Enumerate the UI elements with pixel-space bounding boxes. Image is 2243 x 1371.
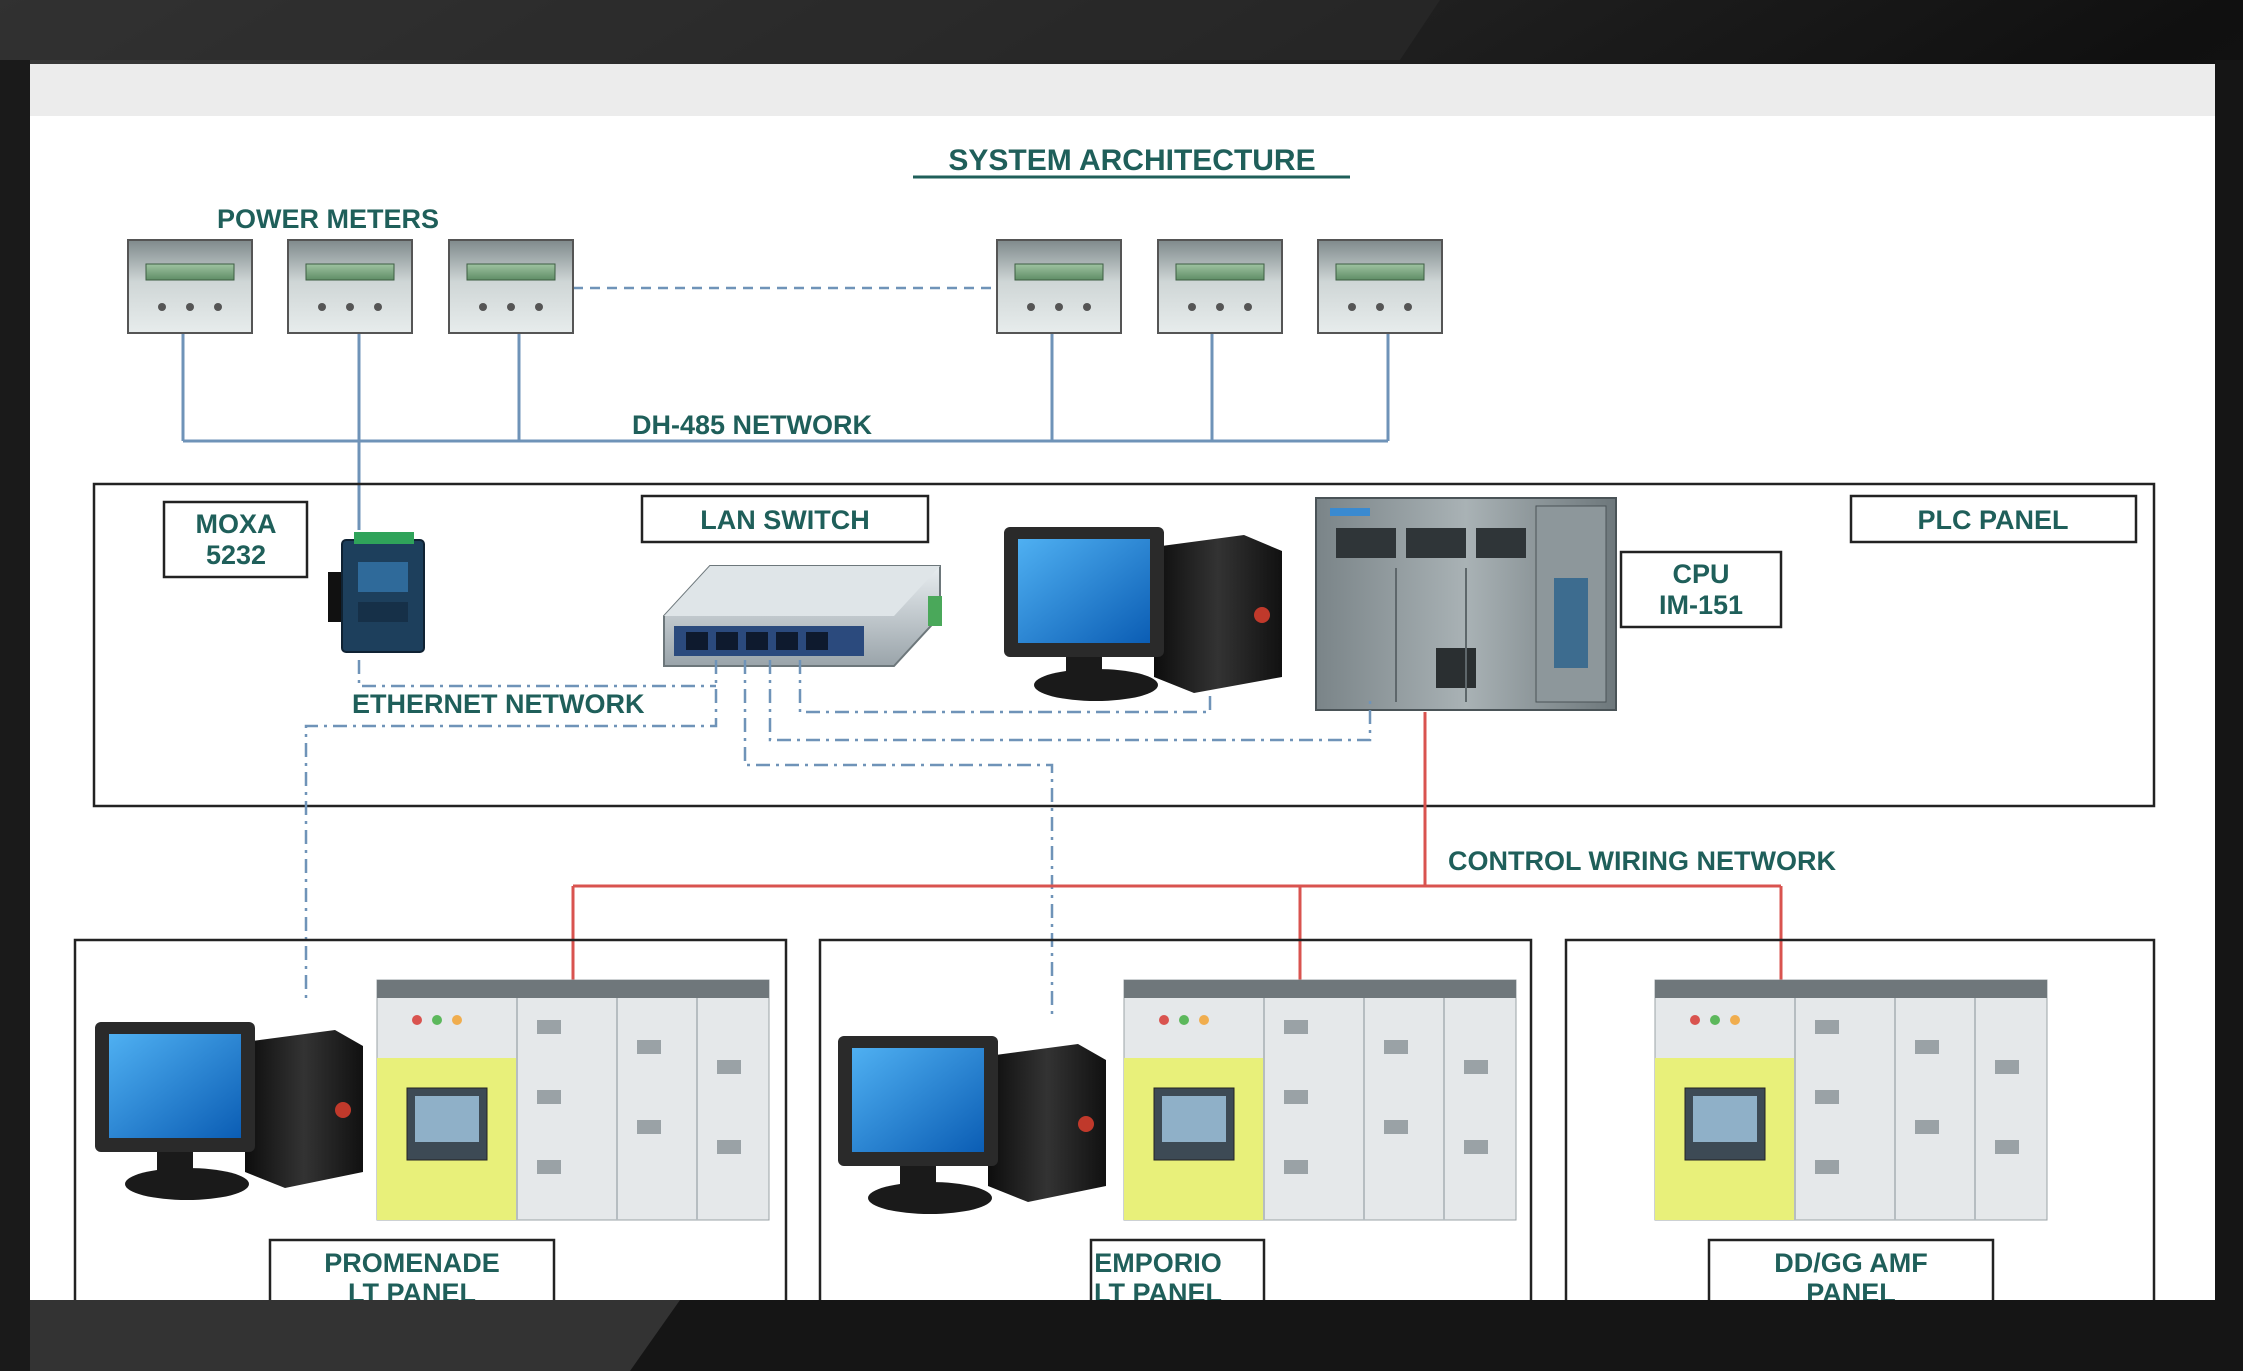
cpu-label-line1: CPU	[1672, 559, 1729, 589]
control-wiring-lines	[571, 712, 1783, 980]
emporio-label-line1: EMPORIO	[1094, 1248, 1222, 1278]
moxa-label-line1: MOXA	[196, 509, 277, 539]
dh485-network-lines	[181, 333, 1390, 530]
ethernet-network-lines	[304, 660, 1372, 1020]
power-meter-6	[1317, 239, 1443, 334]
promenade-computer	[95, 1022, 363, 1200]
moxa-label-line2: 5232	[206, 540, 266, 570]
cpu-label-box	[1619, 550, 1783, 629]
promenade-switchgear	[376, 979, 770, 1221]
lan-switch-label-box	[640, 494, 930, 544]
diagram-title: SYSTEM ARCHITECTURE	[948, 144, 1315, 177]
dh485-network-label: DH-485 NETWORK	[632, 410, 873, 440]
moxa-label-box	[162, 500, 309, 579]
power-meter-3	[448, 239, 574, 334]
power-meter-2	[287, 239, 413, 334]
power-meters-label: POWER METERS	[217, 204, 439, 234]
moxa-5232-device	[328, 532, 425, 653]
plc-workstation-computer	[1004, 527, 1282, 701]
bezel-left	[0, 60, 30, 1371]
plc-panel-label: PLC PANEL	[1917, 505, 2068, 535]
emporio-computer	[838, 1036, 1106, 1214]
emporio-switchgear	[1123, 979, 1517, 1221]
bezel-highlight	[0, 0, 1440, 60]
power-meter-4	[996, 239, 1122, 334]
ddgg-label-line1: DD/GG AMF	[1774, 1248, 1927, 1278]
power-meter-1	[127, 239, 253, 334]
lan-switch-label: LAN SWITCH	[700, 505, 869, 535]
power-meter-5	[1157, 239, 1283, 334]
ddgg-switchgear	[1654, 979, 2048, 1221]
plc-cpu-im151-device	[1315, 497, 1617, 711]
bezel-bottom-shine	[0, 1300, 680, 1371]
promenade-label-line1: PROMENADE	[324, 1248, 500, 1278]
plc-panel-box	[92, 482, 2156, 808]
lan-switch-device	[663, 565, 942, 667]
plc-panel-label-box	[1849, 494, 2138, 544]
ethernet-network-label: ETHERNET NETWORK	[352, 689, 645, 719]
control-wiring-label: CONTROL WIRING NETWORK	[1448, 846, 1836, 876]
cpu-label-line2: IM-151	[1659, 590, 1743, 620]
bezel-right	[2215, 60, 2243, 1371]
canvas-top-strip	[30, 64, 2215, 116]
